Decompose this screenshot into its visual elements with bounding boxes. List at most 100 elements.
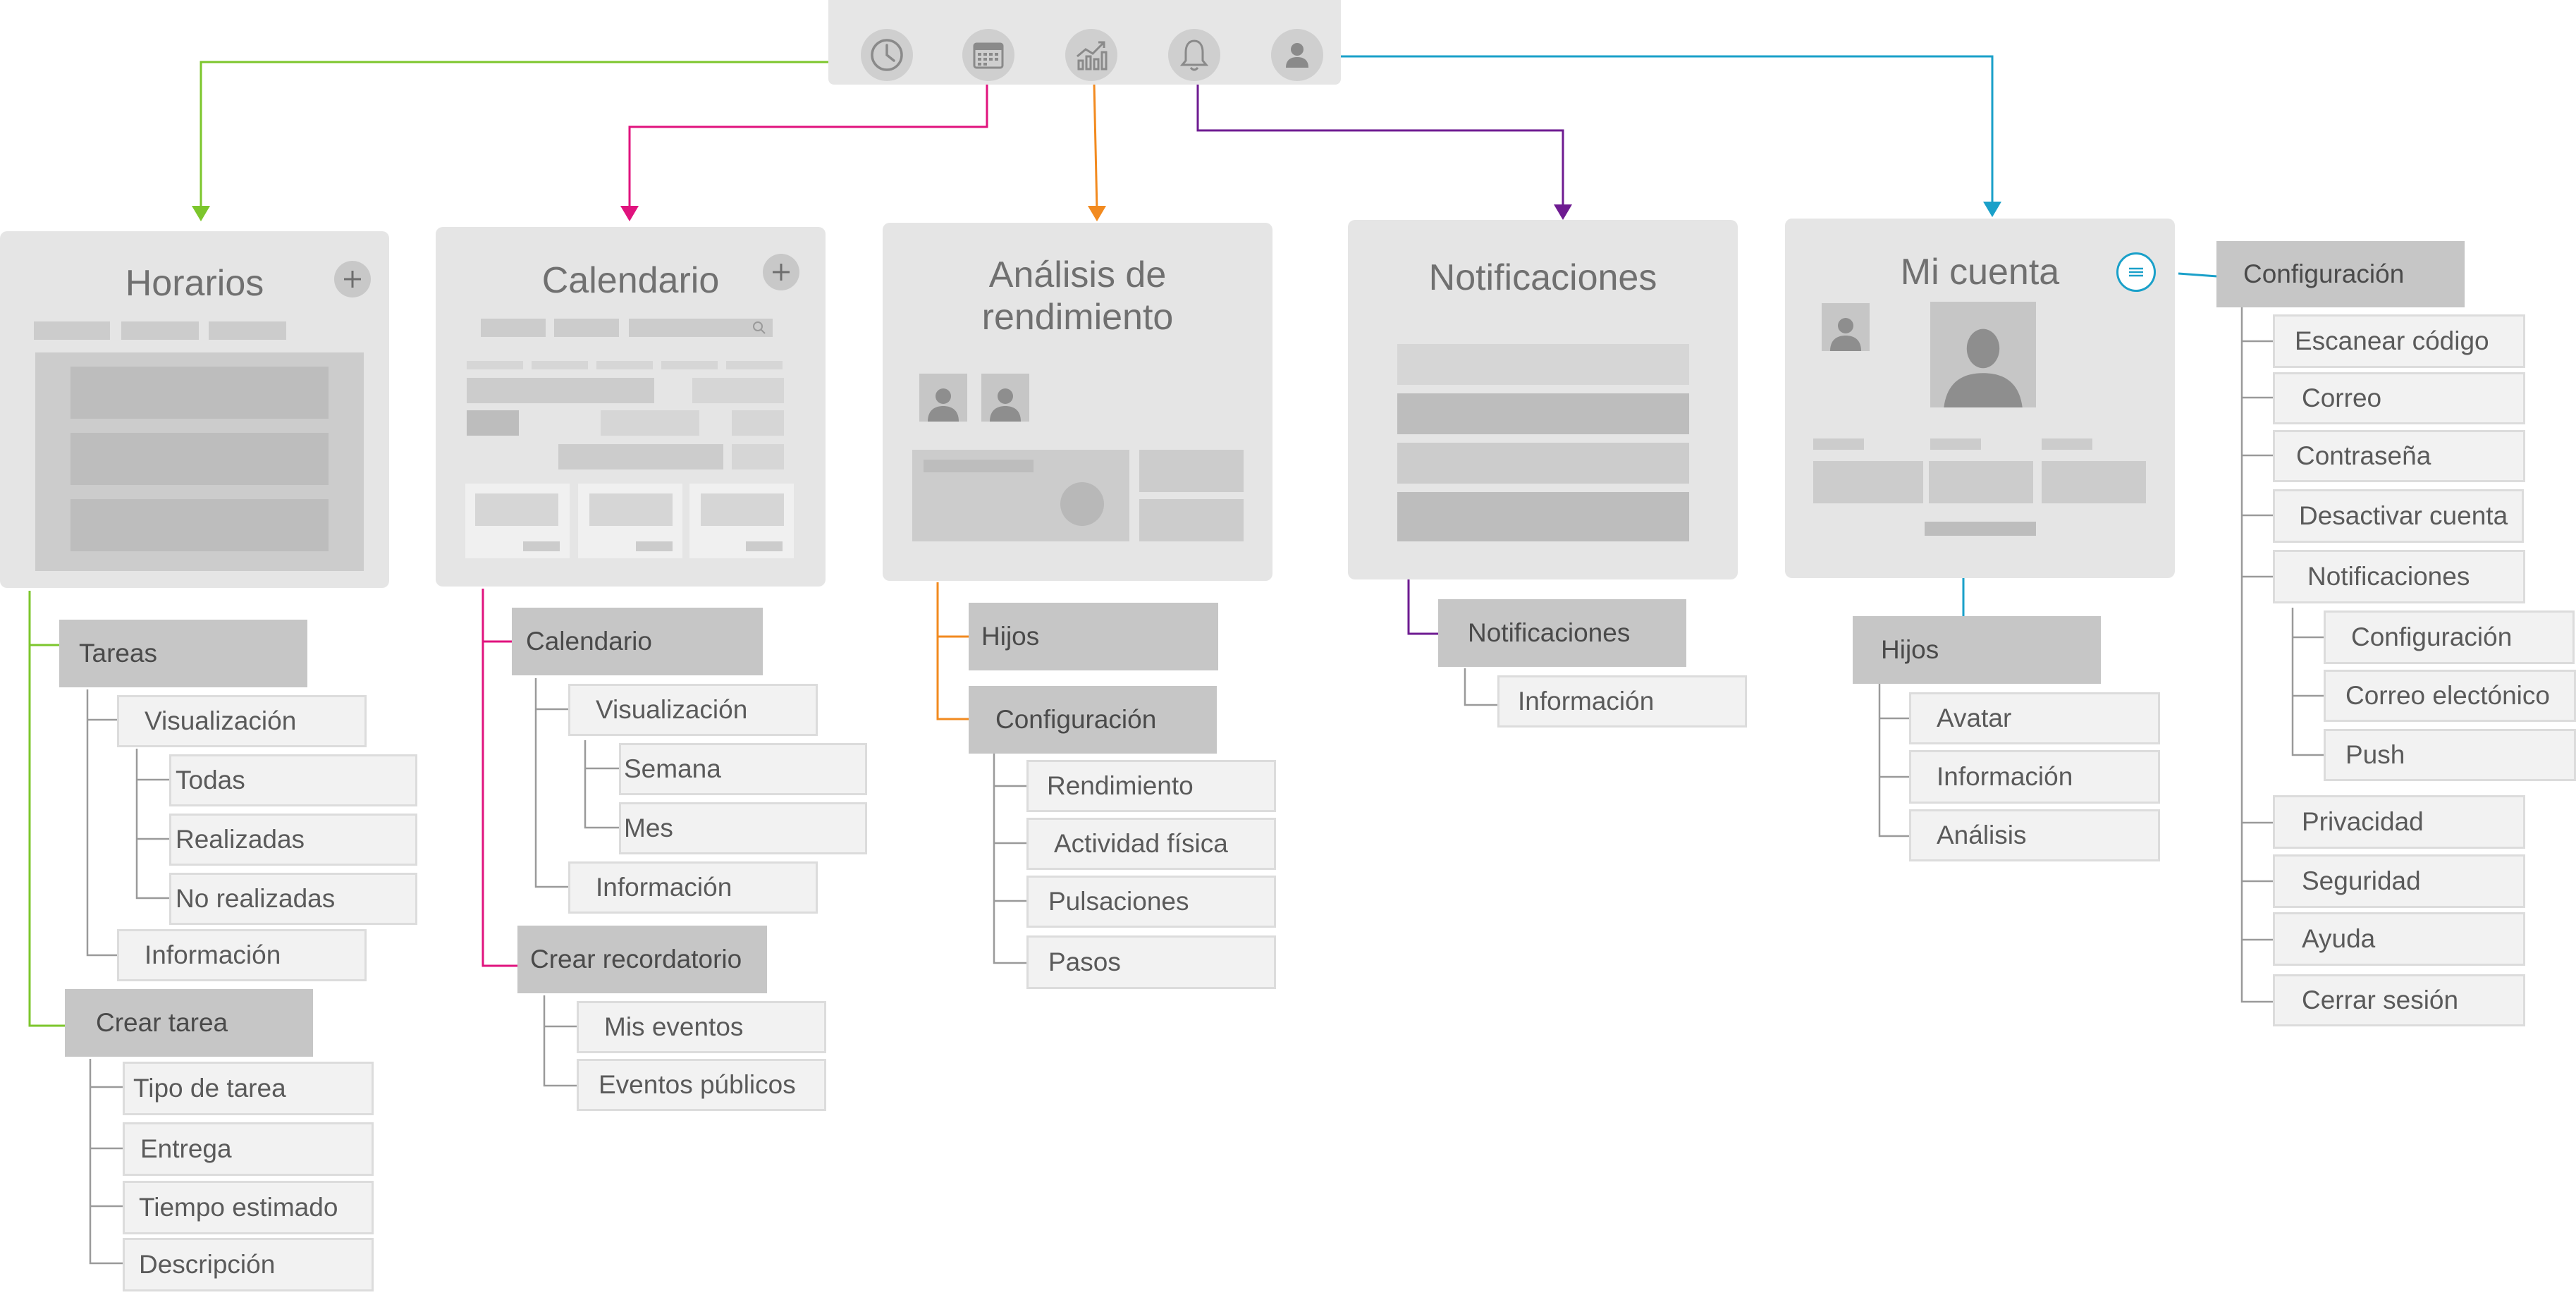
event-block (692, 378, 784, 403)
plus-icon[interactable] (334, 261, 371, 297)
node-rendimiento[interactable]: Rendimiento (1026, 760, 1276, 812)
node-visualizacion[interactable]: Visualización (568, 684, 818, 736)
node-semana[interactable]: Semana (619, 743, 867, 795)
node-crear-recordatorio[interactable]: Crear recordatorio (517, 926, 767, 993)
node-ayuda[interactable]: Ayuda (2273, 912, 2525, 966)
arrowhead-horarios (192, 206, 210, 221)
node-configuracion[interactable]: Configuración (969, 686, 1217, 754)
tab-bar (828, 0, 1341, 85)
node-pulsaciones[interactable]: Pulsaciones (1026, 876, 1276, 928)
screen-title: Calendario (541, 260, 720, 301)
event-block (732, 410, 784, 436)
node-escanear-codigo[interactable]: Escanear código (2273, 314, 2525, 368)
node-push[interactable]: Push (2324, 729, 2576, 781)
node-no-realizadas[interactable]: No realizadas (169, 873, 417, 925)
node-correo[interactable]: Correo (2273, 372, 2525, 424)
node-privacidad[interactable]: Privacidad (2273, 795, 2525, 849)
stat-card (1139, 499, 1244, 541)
screen-title: Horarios (125, 263, 264, 304)
info-field (2042, 461, 2146, 503)
card-content (589, 493, 673, 526)
child-avatar[interactable] (981, 374, 1029, 422)
node-notif-configuracion[interactable]: Configuración (2324, 610, 2575, 664)
task-card (70, 367, 329, 419)
node-cerrar-sesion[interactable]: Cerrar sesión (2273, 974, 2525, 1026)
node-correo-electonico[interactable]: Correo electónico (2324, 670, 2576, 722)
node-informacion[interactable]: Información (117, 929, 367, 981)
node-pasos[interactable]: Pasos (1026, 935, 1276, 989)
arrow-calendario (628, 83, 988, 210)
bell-icon[interactable] (1168, 29, 1220, 81)
card-content (701, 493, 784, 526)
node-eventos-publicos[interactable]: Eventos públicos (577, 1059, 826, 1111)
node-avatar[interactable]: Avatar (1909, 692, 2160, 744)
screen-calendario: Calendario (436, 227, 826, 587)
node-crear-tarea[interactable]: Crear tarea (65, 989, 313, 1057)
plus-icon[interactable] (763, 254, 799, 290)
event-block (558, 444, 723, 469)
arrow-horarios (200, 61, 867, 210)
node-configuracion[interactable]: Configuración (2216, 241, 2465, 307)
notification-row (1397, 344, 1689, 385)
node-hijos[interactable]: Hijos (969, 603, 1218, 670)
child-avatar[interactable] (919, 374, 967, 422)
node-visualizacion[interactable]: Visualización (117, 695, 367, 747)
info-field (1813, 461, 1923, 503)
node-notificaciones[interactable]: Notificaciones (2273, 550, 2525, 603)
grid-row (726, 361, 783, 369)
node-informacion[interactable]: Información (1909, 750, 2160, 804)
filter-chip (209, 321, 286, 340)
view-chip (554, 319, 619, 337)
node-calendario[interactable]: Calendario (512, 608, 763, 675)
panel-bar (924, 460, 1034, 472)
node-tipo-de-tarea[interactable]: Tipo de tarea (123, 1062, 374, 1115)
screen-analisis: Análisis de rendimiento (883, 223, 1272, 581)
screen-title-line2: rendimiento (981, 297, 1174, 338)
node-entrega[interactable]: Entrega (123, 1122, 374, 1176)
arrow-mi-cuenta (1332, 55, 1994, 203)
task-card (70, 499, 329, 551)
chart-icon[interactable] (1065, 29, 1117, 81)
event-block (467, 410, 519, 436)
node-desactivar-cuenta[interactable]: Desactivar cuenta (2273, 489, 2524, 543)
node-actividad-fisica[interactable]: Actividad física (1026, 818, 1276, 870)
arrowhead-notificaciones (1554, 204, 1572, 220)
arrowhead-calendario (620, 206, 639, 221)
node-mes[interactable]: Mes (619, 802, 867, 854)
view-chip (481, 319, 546, 337)
screen-title: Mi cuenta (1900, 252, 2060, 293)
node-informacion[interactable]: Información (1497, 675, 1747, 728)
child-avatar-small[interactable] (1822, 303, 1870, 351)
info-field (1929, 461, 2033, 503)
node-tareas[interactable]: Tareas (59, 620, 307, 687)
screen-mi-cuenta: Mi cuenta (1785, 219, 2175, 578)
filter-chip (121, 321, 199, 340)
profile-avatar (1930, 302, 2036, 407)
calendar-icon[interactable] (962, 29, 1014, 81)
node-seguridad[interactable]: Seguridad (2273, 854, 2525, 908)
node-todas[interactable]: Todas (169, 754, 417, 806)
node-hijos[interactable]: Hijos (1853, 616, 2101, 684)
node-informacion[interactable]: Información (568, 861, 818, 914)
clock-icon[interactable] (861, 29, 913, 81)
node-realizadas[interactable]: Realizadas (169, 814, 417, 866)
search-bar (629, 319, 773, 337)
notification-row (1397, 393, 1689, 434)
notification-row (1397, 443, 1689, 484)
card-button (746, 541, 783, 551)
arrow-notificaciones (1196, 83, 1564, 206)
menu-icon[interactable] (2116, 252, 2156, 292)
screen-title: Notificaciones (1428, 257, 1657, 298)
grid-row (467, 361, 523, 369)
event-block (601, 410, 699, 436)
node-analisis[interactable]: Análisis (1909, 809, 2160, 861)
card-content (475, 493, 558, 526)
arrowhead-mi-cuenta (1983, 202, 2001, 217)
node-contrasena[interactable]: Contraseña (2273, 430, 2525, 482)
node-mis-eventos[interactable]: Mis eventos (577, 1001, 826, 1053)
node-descripcion[interactable]: Descripción (123, 1238, 374, 1291)
screen-horarios: Horarios (0, 231, 389, 588)
node-notificaciones[interactable]: Notificaciones (1438, 599, 1686, 667)
user-icon[interactable] (1271, 29, 1323, 81)
node-tiempo-estimado[interactable]: Tiempo estimado (123, 1181, 374, 1234)
